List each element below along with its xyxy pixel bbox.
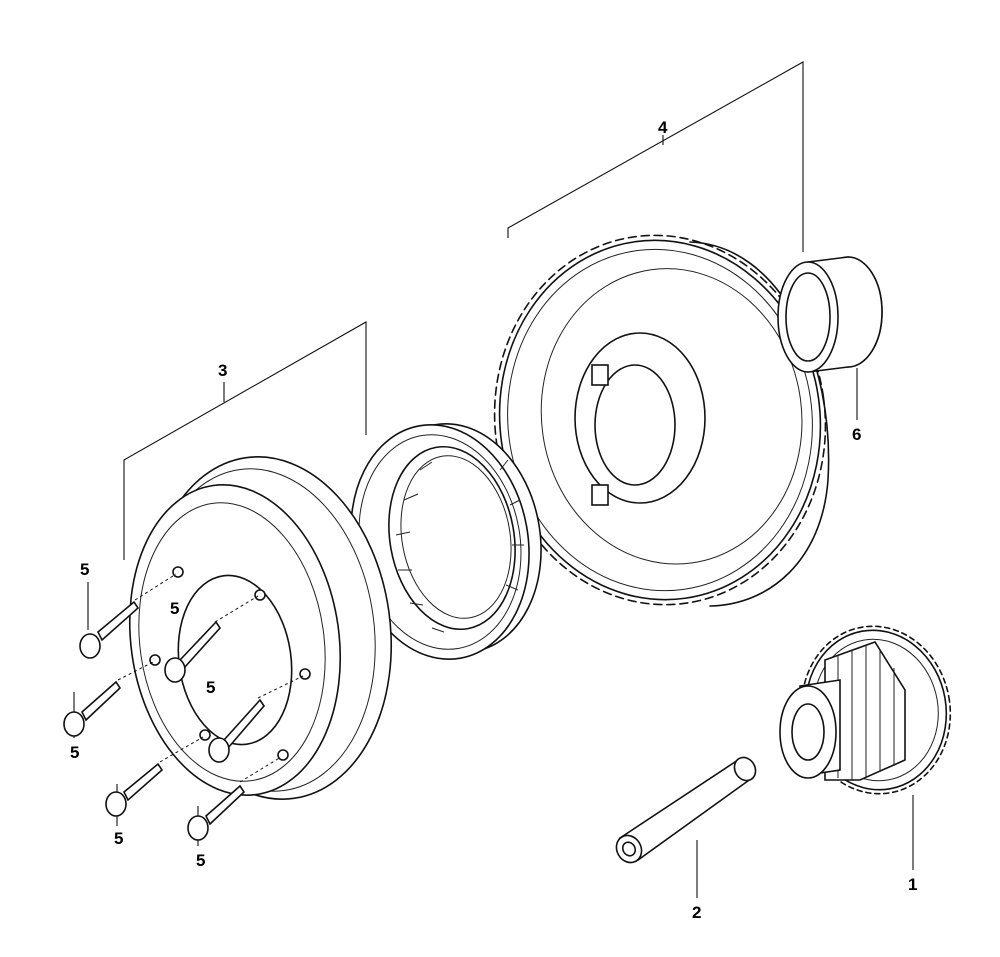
flywheel-housing: [128, 456, 393, 800]
freewheel-bearing-ring: [350, 422, 542, 661]
bolt-d: [208, 675, 304, 763]
bolt-b: [164, 595, 259, 683]
callout-6: 6: [852, 425, 861, 444]
callout-4: 4: [658, 118, 668, 137]
bolt-e: [105, 736, 204, 817]
callout-2: 2: [692, 903, 701, 922]
callout-5-bottom-left: 5: [114, 829, 123, 848]
pin-part-2: [615, 756, 757, 864]
bolts-part-5: [63, 573, 304, 841]
callout-5-inner-top: 5: [170, 599, 179, 618]
intermediate-gear-part-1: [779, 625, 952, 795]
bolt-c: [63, 661, 154, 737]
callout-labels: 4 3 6 1 2 5 5 5 5 5 5: [70, 118, 917, 922]
callout-5-bottom: 5: [196, 851, 205, 870]
bush-part-6: [777, 256, 883, 373]
callout-3: 3: [218, 361, 227, 380]
bolt-a: [79, 573, 177, 659]
bolt-f: [187, 756, 282, 841]
callout-1: 1: [908, 875, 917, 894]
large-gear-part-4: [493, 234, 830, 607]
callout-5-top-left: 5: [80, 560, 89, 579]
callout-5-left-middle: 5: [70, 743, 79, 762]
callout-5-inner-middle: 5: [206, 678, 215, 697]
